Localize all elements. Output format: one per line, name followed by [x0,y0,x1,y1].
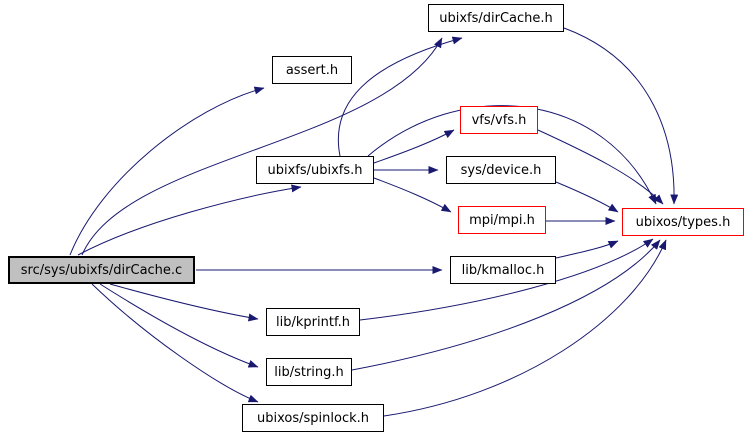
include-edge-dircache_c-to-assert_h [69,86,265,256]
graph-node-types_h[interactable]: ubixos/types.h [622,208,744,236]
include-edge-ubixfs_h-to-mpi_h [373,177,452,213]
include-edge-dircache_c-to-ubixfs_h [77,184,302,256]
graph-node-label: sys/device.h [460,162,542,178]
graph-node-label: ubixos/spinlock.h [257,410,369,426]
graph-node-label: lib/kprintf.h [276,314,350,330]
graph-node-label: ubixfs/dirCache.h [439,10,553,26]
graph-node-mpi_h[interactable]: mpi/mpi.h [458,206,546,234]
graph-node-label: src/sys/ubixfs/dirCache.c [20,262,183,278]
graph-node-spinlock_h[interactable]: ubixos/spinlock.h [242,404,384,432]
graph-node-label: lib/string.h [274,364,344,380]
graph-node-ubixfs_h[interactable]: ubixfs/ubixfs.h [256,156,374,184]
include-edge-string_h-to-types_h [351,239,661,371]
include-edge-dircache_c-to-kprintf_h [109,283,259,322]
include-edge-dircache_c-to-ubixfs_dircache_h [81,37,443,256]
include-edge-kmalloc_h-to-types_h [555,240,619,259]
include-edge-device_h-to-types_h [555,181,619,213]
graph-node-kprintf_h[interactable]: lib/kprintf.h [266,308,360,336]
graph-node-label: assert.h [285,62,339,78]
graph-node-label: vfs/vfs.h [471,112,527,128]
include-edge-dircache_c-to-string_h [99,283,259,368]
graph-node-label: ubixfs/ubixfs.h [267,162,363,178]
graph-node-label: lib/kmalloc.h [461,262,545,278]
include-edge-ubixfs_h-to-ubixfs_dircache_h [337,36,463,157]
include-edge-ubixfs_h-to-vfs_h [373,129,455,164]
graph-node-ubixfs_dircache_h[interactable]: ubixfs/dirCache.h [428,4,564,32]
include-edge-dircache_c-to-spinlock_h [91,283,259,403]
graph-node-assert_h[interactable]: assert.h [272,56,352,84]
include-edge-vfs_h-to-types_h [537,129,664,205]
include-edge-spinlock_h-to-types_h [383,239,667,417]
graph-node-device_h[interactable]: sys/device.h [446,156,556,184]
graph-node-dircache_c: src/sys/ubixfs/dirCache.c [8,256,195,284]
include-edge-kprintf_h-to-types_h [359,238,654,321]
include-edge-ubixfs_dircache_h-to-types_h [563,27,679,205]
graph-node-string_h[interactable]: lib/string.h [266,358,352,386]
graph-node-label: ubixos/types.h [635,214,731,230]
graph-node-label: mpi/mpi.h [469,212,535,228]
graph-node-vfs_h[interactable]: vfs/vfs.h [460,106,538,134]
graph-node-kmalloc_h[interactable]: lib/kmalloc.h [450,256,556,284]
